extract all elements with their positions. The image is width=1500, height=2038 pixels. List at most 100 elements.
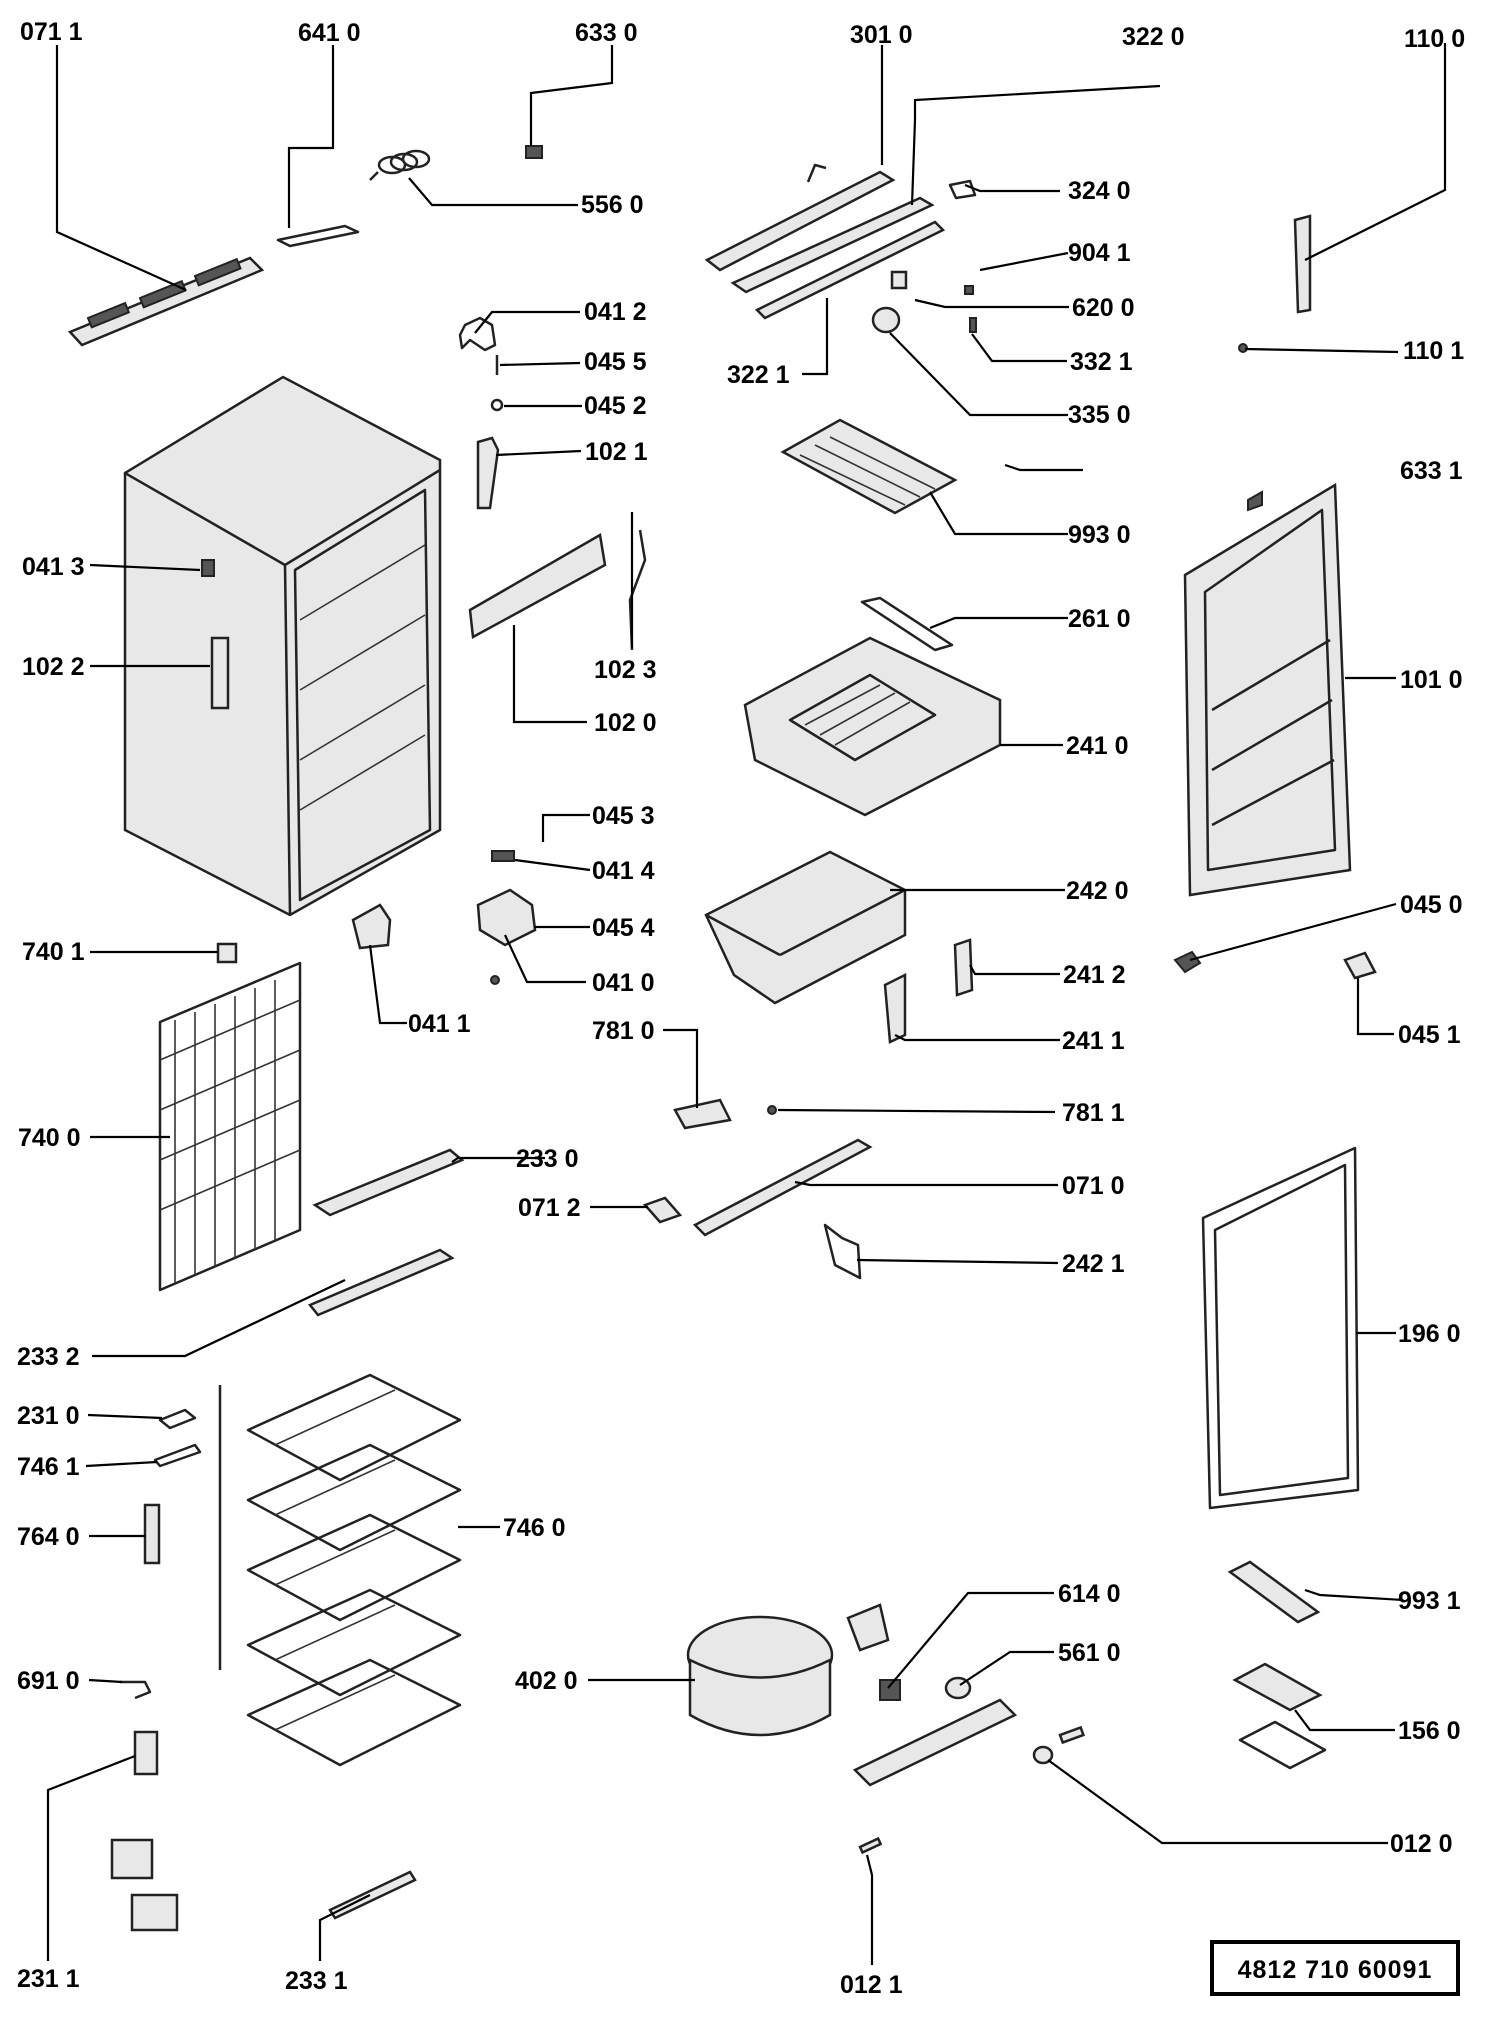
part-label: 322 1 (727, 361, 790, 389)
part-label: 071 1 (20, 18, 83, 46)
part-label: 196 0 (1398, 1320, 1461, 1348)
bracket-045-4-part (476, 888, 537, 947)
document-number: 4812 710 60091 (1237, 1956, 1433, 1984)
part-label: 740 1 (22, 938, 85, 966)
screw-part (964, 285, 974, 295)
clip-241-1-part (883, 972, 907, 1044)
document-number-box: 4812 710 60091 (1210, 1940, 1460, 1996)
part-label: 691 0 (17, 1667, 80, 1695)
part-label: 102 3 (594, 656, 657, 684)
part-label: 322 0 (1122, 23, 1185, 51)
cable-part (120, 1680, 152, 1700)
part-label: 045 0 (1400, 891, 1463, 919)
box-part-1 (110, 1838, 154, 1880)
part-label: 746 1 (17, 1453, 80, 1481)
ice-tray-grid-part (1238, 1720, 1327, 1770)
shelves-part (218, 1373, 462, 1767)
part-label: 233 2 (17, 1343, 80, 1371)
part-label: 041 3 (22, 553, 85, 581)
ice-tray-part (780, 418, 958, 515)
grommet-012-0-part (1032, 1745, 1054, 1765)
light-cover-part (276, 224, 360, 248)
part-label: 101 0 (1400, 666, 1463, 694)
part-label: 233 0 (516, 1145, 579, 1173)
part-label: 614 0 (1058, 1580, 1121, 1608)
stopper-part (948, 179, 977, 200)
part-label: 102 1 (585, 438, 648, 466)
part-label: 241 1 (1062, 1027, 1125, 1055)
bracket-041-1-part (351, 903, 392, 950)
part-label: 261 0 (1068, 605, 1131, 633)
lamp-holder-part (673, 1098, 732, 1130)
part-label: 110 1 (1403, 337, 1464, 365)
part-label: 993 0 (1068, 521, 1131, 549)
clip-231-0-part (158, 1408, 197, 1430)
part-label: 110 0 (1404, 25, 1465, 53)
part-label: 335 0 (1068, 401, 1131, 429)
part-label: 641 0 (298, 19, 361, 47)
thermostat-part (143, 1503, 161, 1565)
relay-614-part (879, 1679, 901, 1701)
door-catch-part (1173, 950, 1202, 974)
part-label: 556 0 (581, 191, 644, 219)
part-label: 633 0 (575, 19, 638, 47)
part-label: 241 0 (1066, 732, 1129, 760)
drawer-lower-part (704, 850, 907, 1005)
washer-part (490, 398, 504, 412)
bracket-041-4-part (491, 850, 515, 862)
bolt-part (969, 317, 977, 333)
part-label: 045 5 (584, 348, 647, 376)
top-rails-part (704, 163, 946, 320)
rail-233-2-part (307, 1248, 455, 1317)
part-label: 241 2 (1063, 961, 1126, 989)
gasket-part (1201, 1146, 1360, 1510)
bracket-242-1-part (823, 1223, 862, 1280)
hinge-lower-part (1343, 951, 1377, 980)
clip-241-2-part (953, 938, 974, 997)
part-label: 764 0 (17, 1523, 80, 1551)
part-number-labels: 071 1 641 0 633 0 301 0 322 0 110 0 556 … (17, 18, 1465, 1999)
part-label: 561 0 (1058, 1639, 1121, 1667)
clip-746-1-part (153, 1443, 202, 1468)
cabinet-part (123, 375, 442, 917)
clip-part (525, 145, 543, 159)
divider-part (860, 596, 954, 652)
hinge-part (1293, 214, 1312, 314)
clip-071-2-part (642, 1196, 683, 1224)
part-label: 233 1 (285, 1967, 348, 1995)
rail-233-0-part (312, 1148, 465, 1217)
part-label: 324 0 (1068, 177, 1131, 205)
part-label: 781 1 (1062, 1099, 1125, 1127)
sleeve-part (1058, 1725, 1086, 1745)
part-label: 231 1 (17, 1965, 80, 1993)
part-label: 041 4 (592, 857, 655, 885)
rail-071-0-part (692, 1138, 873, 1237)
part-label: 102 2 (22, 653, 85, 681)
door-part (1183, 482, 1352, 897)
box-part-2 (130, 1893, 179, 1932)
part-label: 746 0 (503, 1514, 566, 1542)
screw-041-0-part (490, 975, 500, 985)
drawer-upper-part (743, 636, 1002, 817)
knob-part (871, 306, 901, 334)
part-label: 993 1 (1398, 1587, 1461, 1615)
part-label: 045 4 (592, 914, 655, 942)
lamp-part (767, 1105, 777, 1115)
part-label: 071 0 (1062, 1172, 1125, 1200)
part-label: 402 0 (515, 1667, 578, 1695)
relay-part (133, 1730, 159, 1776)
part-label: 242 0 (1066, 877, 1129, 905)
part-label: 045 1 (1398, 1021, 1461, 1049)
part-label: 102 0 (594, 709, 657, 737)
handle-small-part (476, 436, 500, 510)
bracket-part (890, 270, 908, 290)
part-label: 045 2 (584, 392, 647, 420)
ice-tray-lid-part (1232, 1662, 1323, 1712)
part-label: 740 0 (18, 1124, 81, 1152)
grommet-part (216, 942, 238, 964)
part-label: 071 2 (518, 1194, 581, 1222)
part-label: 781 0 (592, 1017, 655, 1045)
coil-part (369, 149, 431, 181)
part-label: 012 1 (840, 1971, 903, 1999)
